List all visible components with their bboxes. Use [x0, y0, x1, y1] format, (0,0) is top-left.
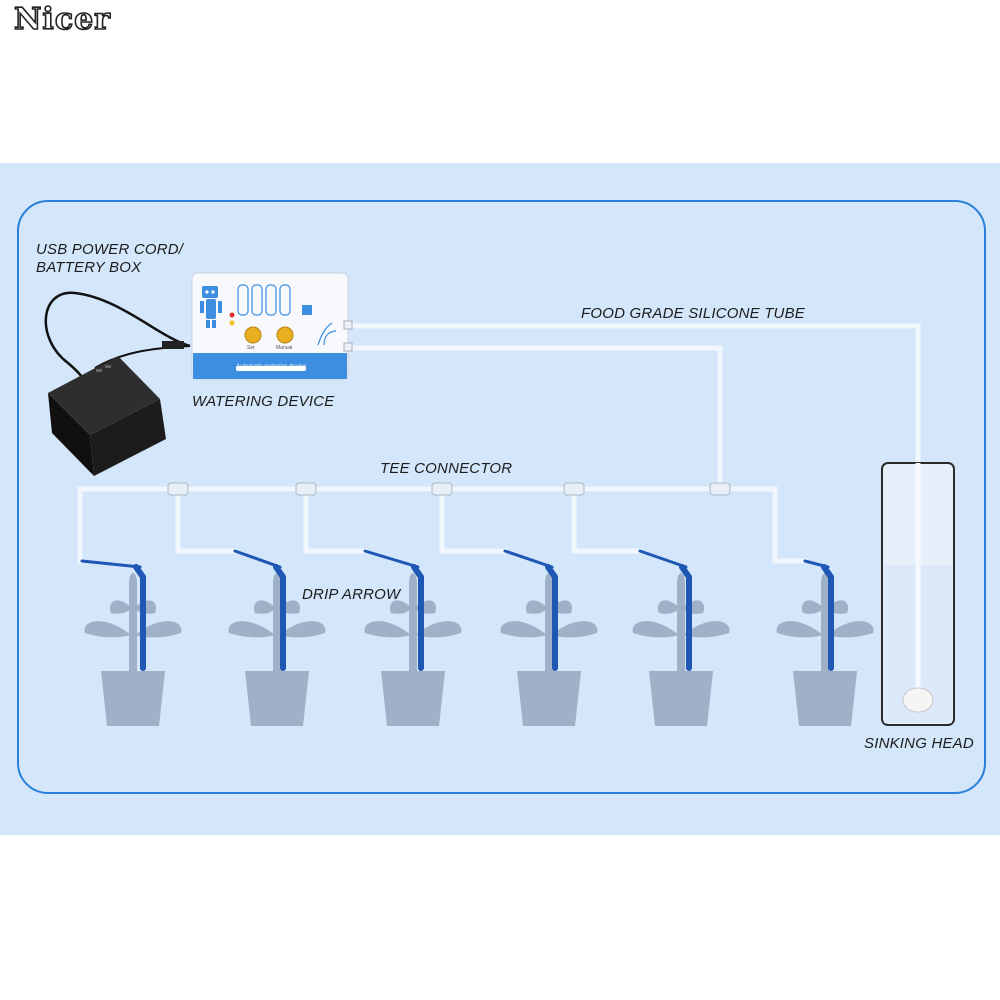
usb-plug: [162, 341, 184, 349]
diagram-frame: [17, 200, 986, 794]
plant-3: [364, 573, 462, 726]
plant-2: [228, 573, 326, 726]
drip-arrow-label: DRIP ARROW: [302, 586, 401, 603]
pot-icon: [793, 671, 857, 726]
plant-icon: [776, 573, 874, 673]
pot-icon: [517, 671, 581, 726]
pot-icon: [245, 671, 309, 726]
sinking-head-icon: [902, 687, 934, 713]
watering-device: [191, 272, 353, 380]
pot-icon: [649, 671, 713, 726]
battery-box-icon: [48, 356, 166, 476]
pot-icon: [381, 671, 445, 726]
brand-logo: Nicer: [13, 1, 111, 38]
drip-arrow-4: [503, 549, 558, 671]
silicone-tube-label: FOOD GRADE SILICONE TUBE: [581, 305, 805, 322]
drip-arrows: [80, 549, 834, 671]
diagram-panel: USB POWER CORD/ BATTERY BOX WATERING DEV…: [0, 163, 1000, 835]
plant-icon: [632, 573, 730, 673]
sinking-head-label: SINKING HEAD: [864, 735, 974, 752]
drip-arrow-3: [363, 549, 424, 671]
set-button-label: Set: [247, 345, 255, 351]
device-panel-title: Automatic watering device: [236, 364, 307, 370]
tee-connector-label: TEE CONNECTOR: [380, 460, 513, 477]
manual-button[interactable]: [276, 326, 294, 344]
watering-device-label: WATERING DEVICE: [192, 393, 335, 410]
pot-icon: [101, 671, 165, 726]
usb-cord: [44, 291, 191, 392]
plant-4: [500, 573, 598, 726]
robot-icon: [200, 286, 222, 328]
tee-connectors: [167, 482, 731, 496]
diagram-canvas: [0, 163, 1000, 835]
plant-5: [632, 573, 730, 726]
plant-6: [776, 573, 874, 726]
drip-arrow-2: [233, 549, 286, 671]
usb-power-label-line1: USB POWER CORD/: [36, 241, 184, 258]
manual-button-label: Manual: [276, 345, 293, 351]
water-container: [881, 462, 955, 726]
timer-slots: [237, 284, 291, 316]
set-button[interactable]: [244, 326, 262, 344]
drip-arrow-5: [638, 549, 692, 671]
usb-power-label: USB POWER CORD/ BATTERY BOX: [36, 241, 183, 277]
plant-icon: [228, 573, 326, 673]
usb-power-label-line2: BATTERY BOX: [36, 259, 142, 276]
drip-arrow-6: [803, 559, 834, 671]
plant-icon: [500, 573, 598, 673]
drip-arrow-1: [80, 559, 146, 671]
